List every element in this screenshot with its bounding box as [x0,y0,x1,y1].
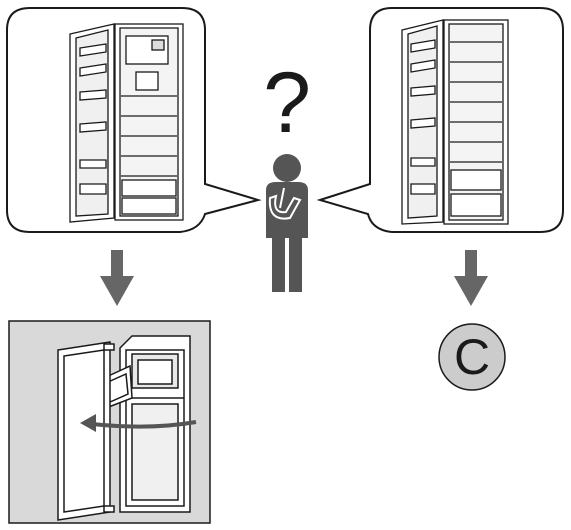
door-reversal-panel [8,320,211,524]
result-badge: C [438,323,506,391]
right-down-arrow-icon [454,250,488,306]
fridge-with-freezer-icon [69,23,184,223]
door-reversal-illustration [57,335,191,521]
left-down-arrow-icon [100,250,134,306]
result-badge-letter: C [454,329,490,385]
fridge-full-height-icon [401,19,509,225]
curved-arrow-icon [80,414,197,432]
question-mark: ? [263,55,311,151]
thinking-person-icon [266,154,308,292]
